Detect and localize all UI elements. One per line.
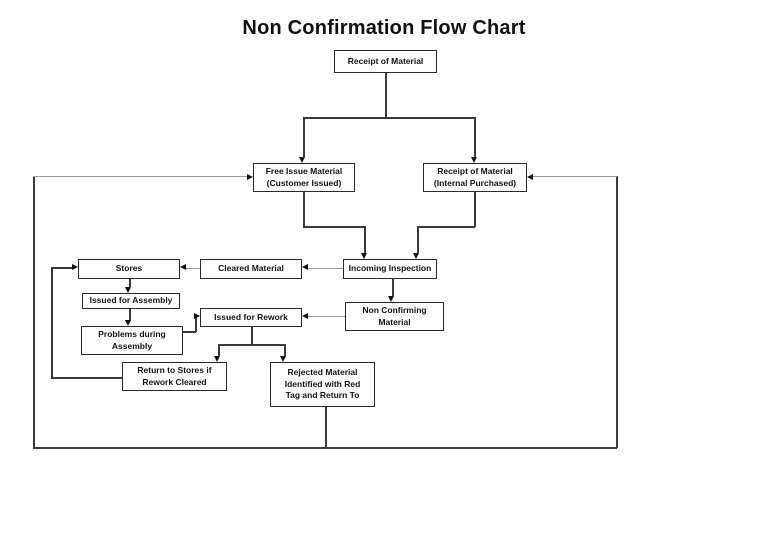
arrowhead-down	[471, 157, 477, 163]
connector-line	[303, 226, 366, 228]
arrowhead-right	[72, 264, 78, 270]
node-rejected-material: Rejected Material Identified with Red Ta…	[270, 362, 375, 407]
page-title: Non Confirmation Flow Chart	[242, 17, 526, 39]
connector-line	[308, 316, 345, 317]
arrowhead-right	[247, 174, 253, 180]
arrowhead-left	[302, 313, 308, 319]
connector-line	[325, 407, 327, 448]
node-receipt-of-material: Receipt of Material	[334, 50, 437, 73]
node-free-issue-material: Free Issue Material (Customer Issued)	[253, 163, 355, 192]
arrowhead-down	[214, 356, 220, 362]
connector-line	[474, 192, 476, 227]
return-loop-line	[51, 268, 53, 378]
connector-line	[129, 279, 131, 287]
node-incoming-inspection: Incoming Inspection	[343, 259, 437, 279]
loop-right-line	[616, 176, 618, 448]
connector-line	[417, 226, 419, 253]
arrowhead-down	[413, 253, 419, 259]
arrowhead-left	[180, 264, 186, 270]
connector-line	[417, 226, 475, 228]
loop-left-line	[33, 176, 35, 448]
return-loop-line	[51, 267, 72, 269]
node-stores: Stores	[78, 259, 180, 279]
node-return-to-stores: Return to Stores if Rework Cleared	[122, 362, 227, 391]
connector-line	[218, 344, 220, 356]
return-loop-line	[51, 377, 122, 379]
loop-bottom-line	[33, 447, 617, 449]
connector-line	[303, 117, 305, 157]
arrowhead-down	[125, 287, 131, 293]
arrowhead-left	[527, 174, 533, 180]
arrowhead-down	[299, 157, 305, 163]
connector-line	[303, 192, 305, 227]
arrowhead-down	[388, 296, 394, 302]
connector-line	[183, 331, 196, 333]
connector-line	[474, 117, 476, 157]
connector-line	[284, 344, 286, 356]
connector-line	[308, 268, 343, 269]
connector-line	[218, 344, 285, 346]
connector-line	[392, 279, 394, 296]
node-cleared-material: Cleared Material	[200, 259, 302, 279]
arrowhead-down	[125, 320, 131, 326]
arrowhead-down	[280, 356, 286, 362]
connector-line	[186, 268, 200, 269]
connector-line	[385, 73, 387, 118]
arrowhead-right	[194, 313, 200, 319]
node-issued-for-assembly: Issued for Assembly	[82, 293, 180, 309]
loop-top-right-line	[532, 176, 617, 177]
loop-top-left-line	[33, 176, 247, 177]
node-non-confirming-material: Non Confirming Material	[345, 302, 444, 331]
arrowhead-down	[361, 253, 367, 259]
connector-line	[303, 117, 476, 119]
connector-line	[129, 309, 131, 320]
connector-line	[364, 226, 366, 253]
node-issued-for-rework: Issued for Rework	[200, 308, 302, 327]
node-problems-during-assembly: Problems during Assembly	[81, 326, 183, 355]
node-receipt-of-material-internal: Receipt of Material (Internal Purchased)	[423, 163, 527, 192]
connector-line	[195, 317, 197, 332]
connector-line	[251, 327, 253, 345]
arrowhead-left	[302, 264, 308, 270]
